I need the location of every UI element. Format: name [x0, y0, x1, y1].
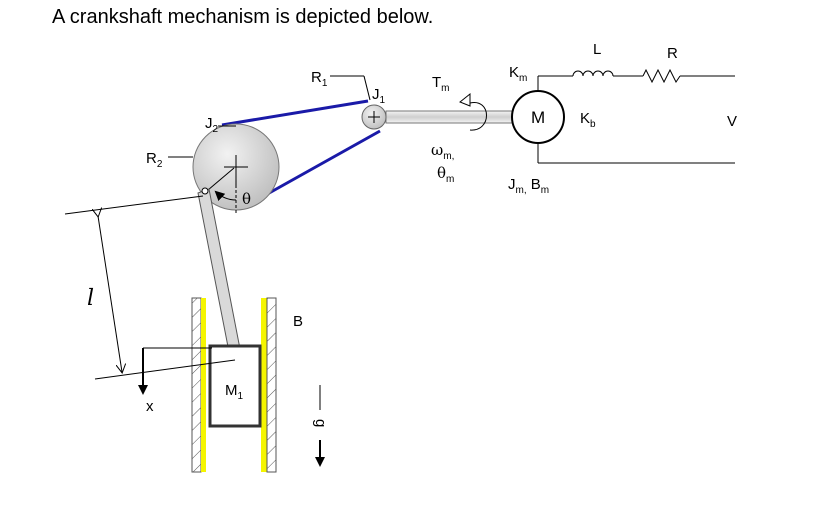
label-j2: J2 — [205, 115, 219, 135]
torque-arrow-head — [459, 92, 471, 107]
motor-shaft — [385, 110, 513, 124]
label-motor: M — [531, 108, 545, 127]
mass-m1 — [208, 344, 262, 428]
label-omega-m: ωm, — [431, 141, 454, 162]
label-theta: θ — [242, 190, 251, 208]
label-tm: Tm — [432, 74, 450, 94]
label-kb: Kb — [580, 110, 596, 130]
label-j1: J1 — [372, 86, 386, 106]
label-resistor: R — [667, 45, 678, 62]
label-voltage: V — [727, 113, 737, 130]
inductor-l — [572, 70, 614, 77]
label-g: g — [312, 419, 329, 427]
diagram-title: A crankshaft mechanism is depicted below… — [52, 6, 434, 28]
belt-upper — [221, 99, 369, 127]
label-jm-bm: Jm, Bm — [508, 176, 549, 196]
label-r2: R2 — [146, 150, 163, 170]
pulley-j1 — [361, 104, 387, 130]
right-wall — [261, 297, 277, 473]
torque-arrow — [469, 102, 487, 131]
label-km: Km — [509, 64, 527, 84]
label-length: l — [87, 286, 94, 311]
length-l-dimension — [64, 195, 236, 380]
pulley-j2 — [192, 123, 280, 215]
label-r1: R1 — [311, 69, 328, 89]
label-x: x — [146, 398, 154, 415]
left-wall — [191, 297, 206, 473]
label-b: B — [293, 313, 303, 330]
label-theta-m: θm — [437, 164, 454, 185]
crank-pin — [201, 187, 209, 195]
r1-leader-down — [363, 75, 371, 101]
belt-lower — [261, 129, 381, 199]
x-axis-arrow — [138, 347, 212, 395]
label-m1: M1 — [225, 382, 244, 402]
label-inductor: L — [593, 41, 601, 58]
resistor-r — [642, 68, 681, 84]
